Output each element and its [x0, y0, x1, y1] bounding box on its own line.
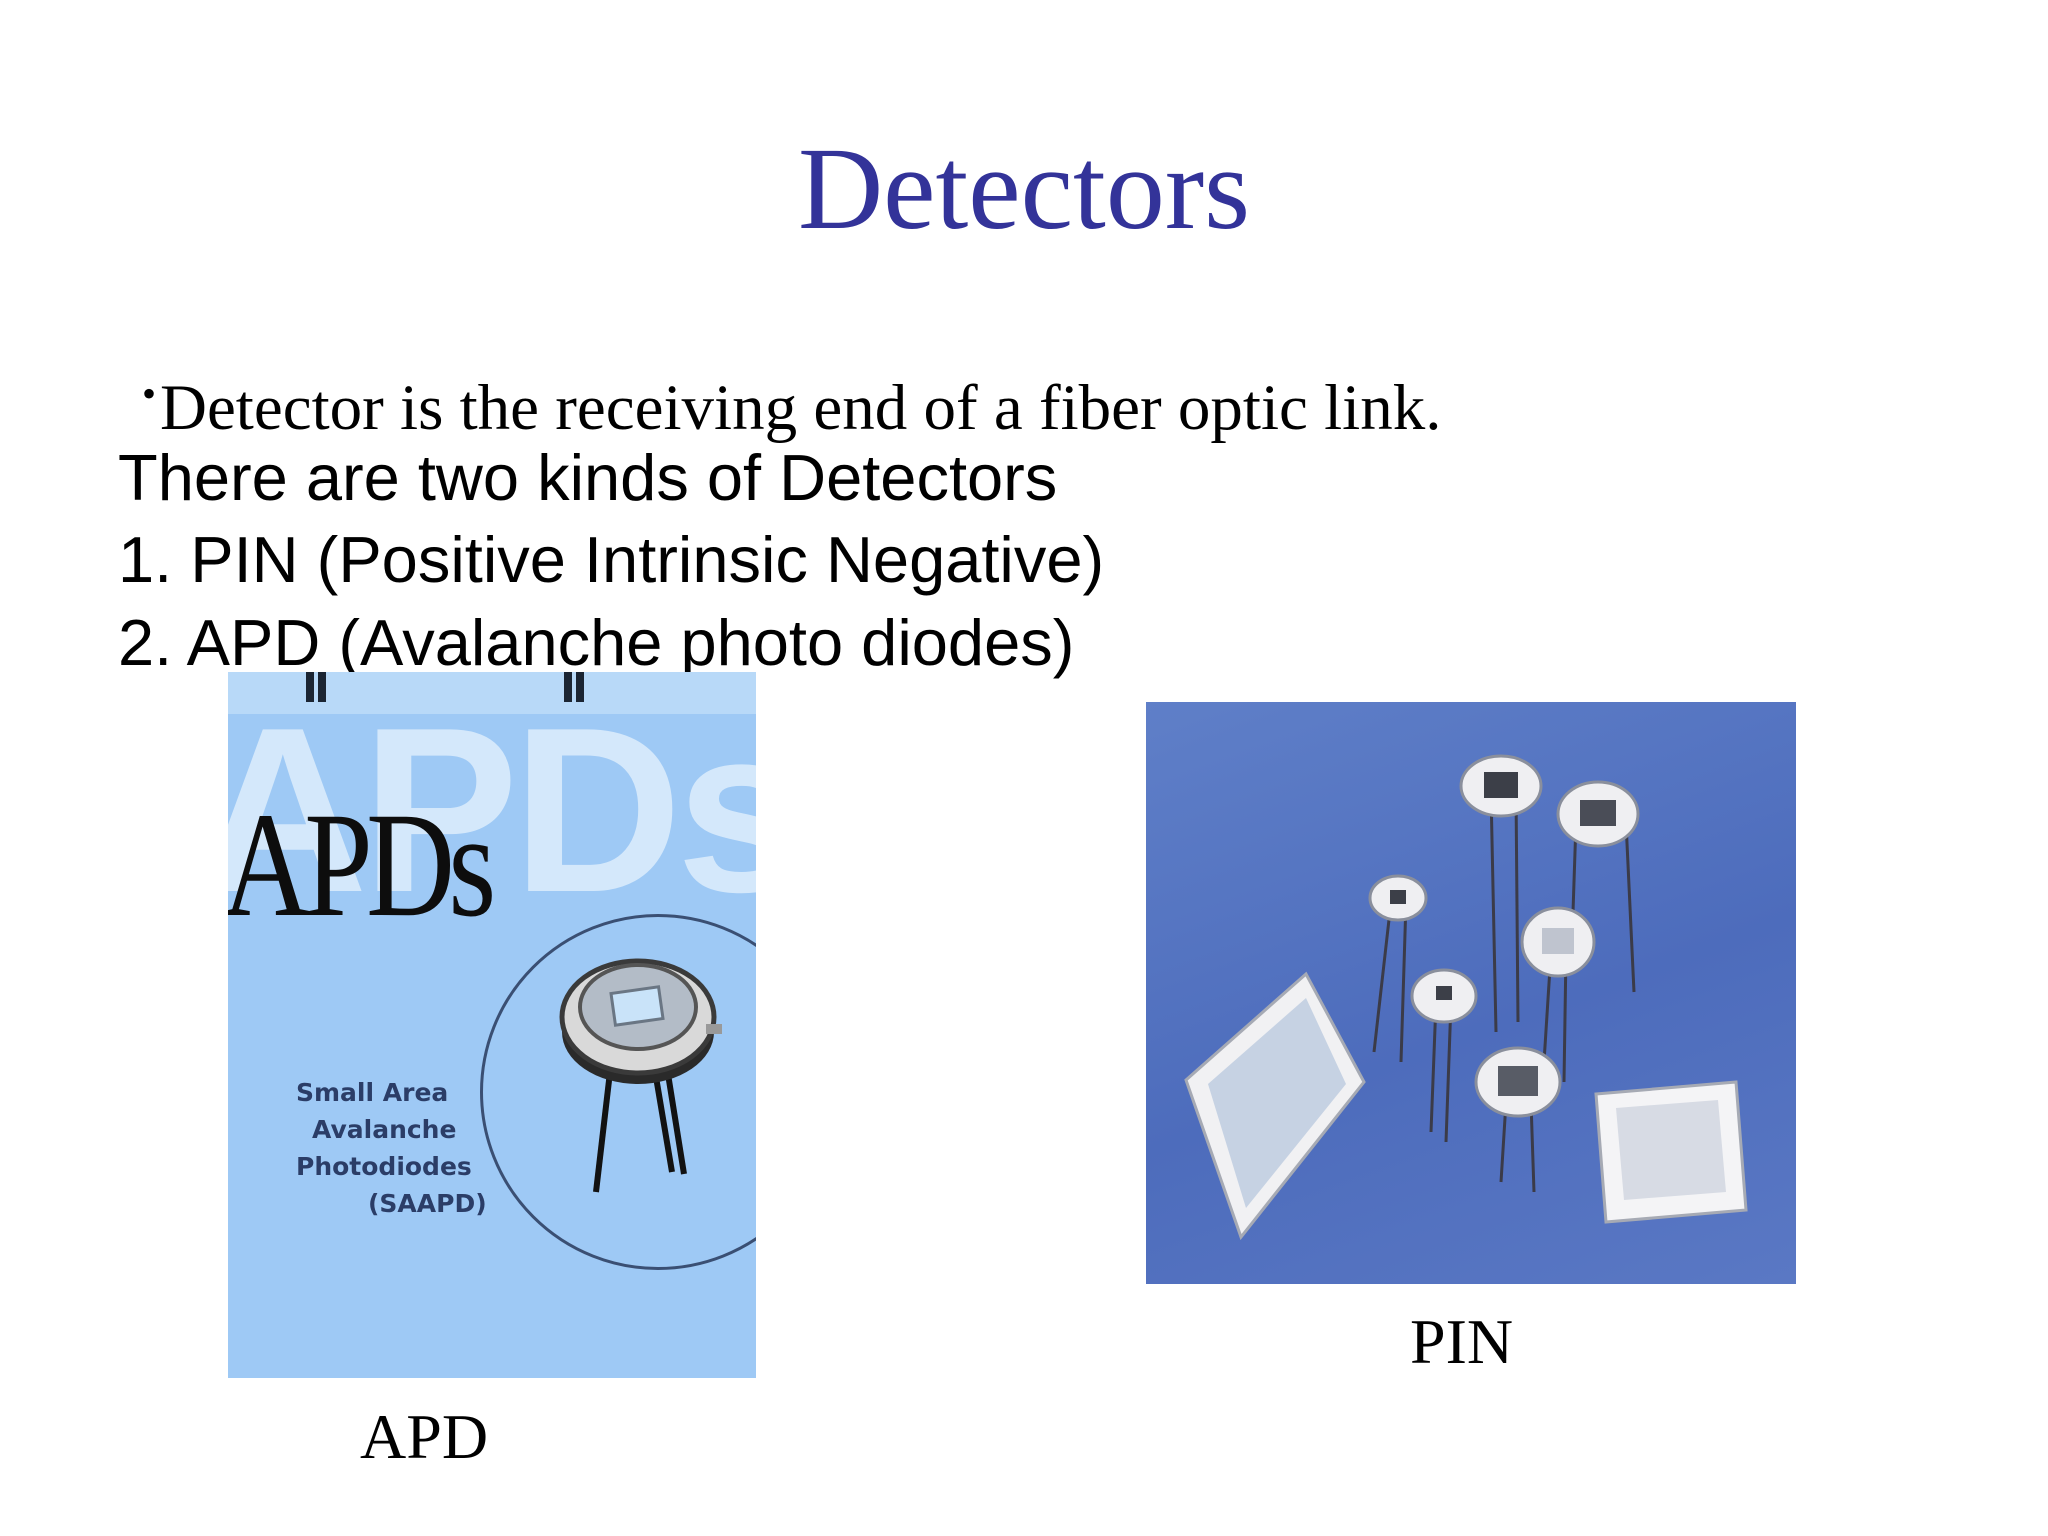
apd-image-ghost-logo: APDs	[228, 678, 756, 941]
pin-diodes-drawing	[1184, 754, 1748, 1241]
apd-diode-drawing	[559, 958, 722, 1193]
pin-list-item: 1. PIN (Positive Intrinsic Negative)	[118, 523, 1105, 596]
apd-caption-line: Avalanche	[312, 1115, 457, 1144]
apd-image-tick	[576, 672, 584, 702]
pin-image	[1146, 702, 1796, 1284]
slide-title: Detectors	[797, 123, 1251, 254]
apd-image-caption: Small Area Avalanche Photodiodes (SAAPD)	[296, 1074, 487, 1222]
apd-label: APD	[360, 1401, 489, 1472]
detector-kinds-line: There are two kinds of Detectors	[118, 441, 1058, 514]
apd-list-item: 2. APD (Avalanche photo diodes)	[118, 606, 1075, 679]
apd-image-top-band	[228, 672, 756, 714]
pin-label: PIN	[1410, 1306, 1514, 1377]
apd-image-tick	[564, 672, 572, 702]
apd-image-tick	[318, 672, 326, 702]
bullet-item: •Detector is the receiving end of a fibe…	[142, 370, 1441, 446]
apd-caption-line: (SAAPD)	[368, 1189, 487, 1218]
apd-image: APDs APDs Small Area Avalanche Photodiod…	[228, 672, 756, 1378]
bullet-marker: •	[142, 371, 157, 416]
apd-caption-line: Photodiodes	[296, 1152, 472, 1181]
apd-image-tick	[306, 672, 314, 702]
apd-caption-line: Small Area	[296, 1078, 449, 1107]
apd-image-logo: APDs	[228, 782, 496, 948]
bullet-text: Detector is the receiving end of a fiber…	[160, 372, 1442, 444]
